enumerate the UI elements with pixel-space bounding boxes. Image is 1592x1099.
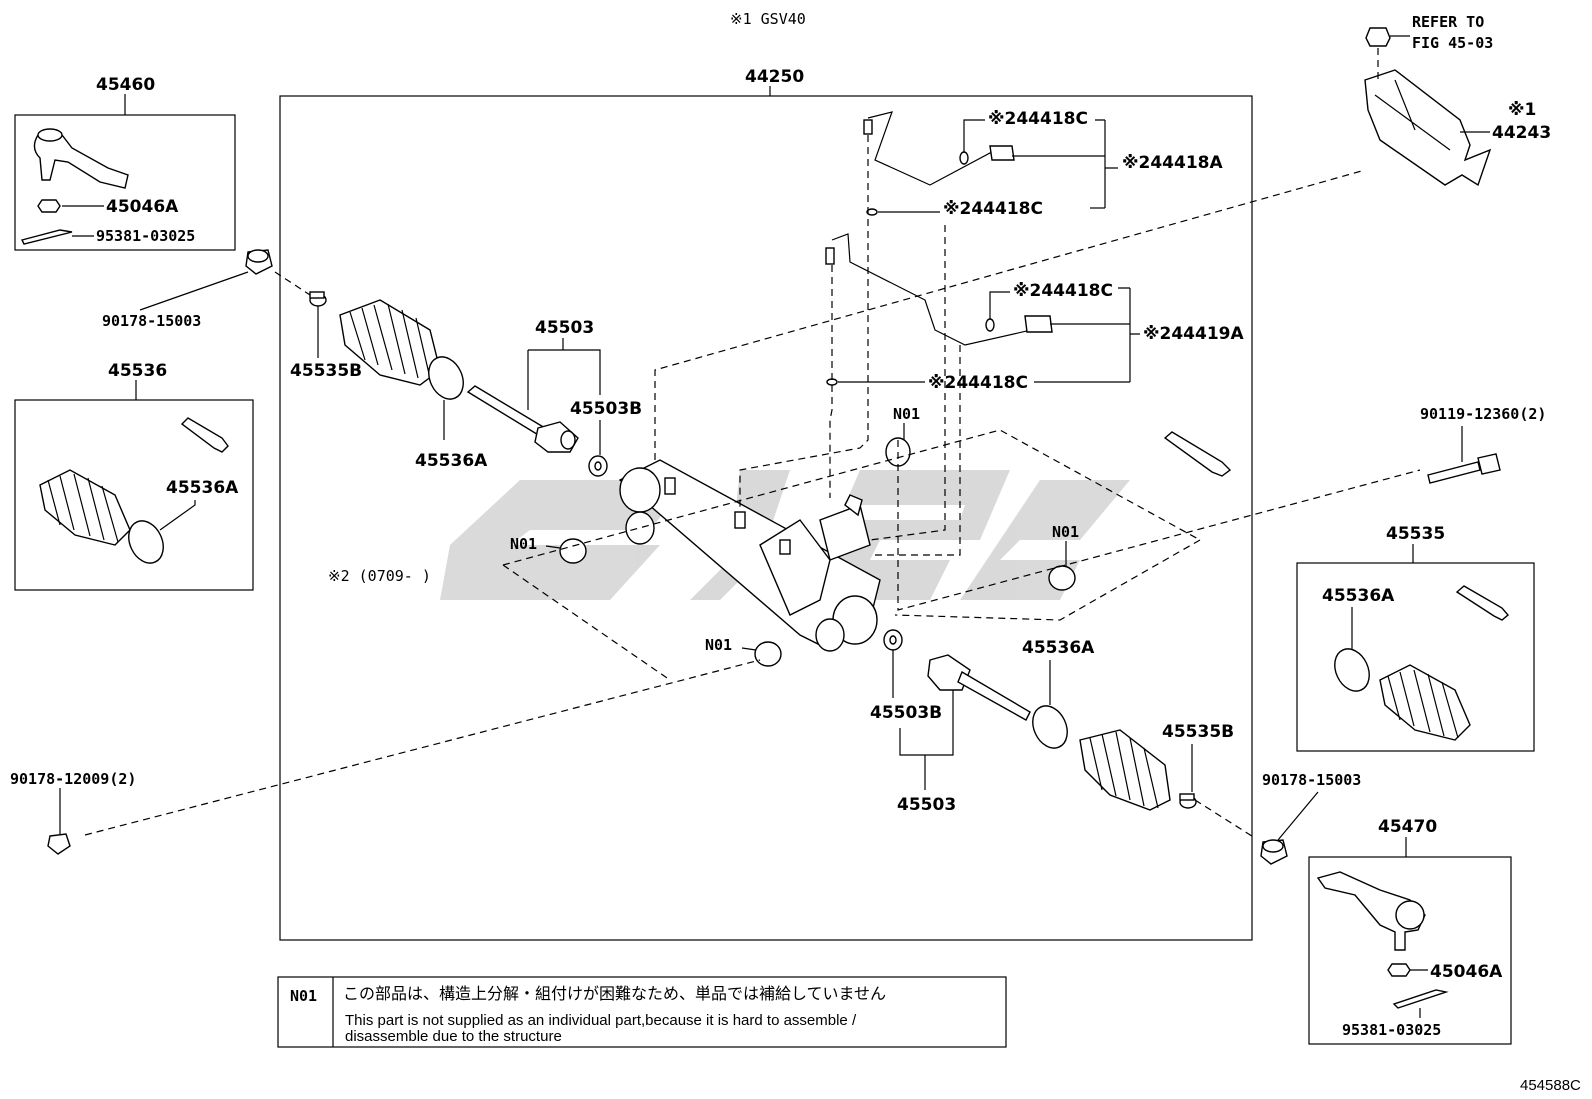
tie-rod-end-left-icon bbox=[33, 128, 129, 189]
label-45470: 45470 bbox=[1378, 817, 1437, 837]
n01-bushing-right-icon bbox=[1048, 565, 1076, 591]
label-n01-left: N01 bbox=[510, 535, 537, 553]
bolt-90119-icon bbox=[1427, 453, 1501, 484]
label-244418c-4: ※244418C bbox=[928, 373, 1028, 393]
label-45536a-right: 45536A bbox=[1022, 638, 1095, 658]
refer-line-1: REFER TO bbox=[1412, 13, 1484, 31]
notice-japanese: この部品は、構造上分解・組付けが困難なため、単品では補給していません bbox=[343, 984, 886, 1003]
label-45460: 45460 bbox=[96, 75, 155, 95]
label-244418c-2: ※244418C bbox=[943, 199, 1043, 219]
nut-refer-fig-icon bbox=[1365, 27, 1391, 47]
notice-english-2: disassemble due to the structure bbox=[345, 1028, 562, 1045]
clip-45535b-right-icon bbox=[1179, 793, 1197, 809]
label-45536a-left: 45536A bbox=[415, 451, 488, 471]
label-45046a-left: 45046A bbox=[106, 197, 179, 217]
label-95381-right: 95381-03025 bbox=[1342, 1021, 1441, 1039]
label-244418a: ※244418A bbox=[1122, 153, 1223, 173]
o-ring-244418c-3-icon bbox=[985, 318, 995, 332]
assembly-44250-frame bbox=[279, 95, 1253, 941]
washer-45503b-left-icon bbox=[588, 455, 608, 477]
grease-tube-right-icon bbox=[1455, 585, 1509, 621]
pressure-pipe-upper-icon bbox=[863, 111, 1015, 186]
n01-bushing-lower-icon bbox=[754, 641, 782, 667]
label-45503-left: 45503 bbox=[535, 318, 594, 338]
nut-45046a-right-icon bbox=[1387, 963, 1411, 977]
label-90178-15003-right: 90178-15003 bbox=[1262, 771, 1361, 789]
band-45536a-right-icon bbox=[1032, 705, 1068, 749]
boot-box-right-icon bbox=[1379, 664, 1471, 741]
pressure-pipe-lower-icon bbox=[825, 233, 1053, 346]
label-45535b-left: 45535B bbox=[290, 361, 362, 381]
band-45536a-left-icon bbox=[428, 356, 464, 400]
label-44243: 44243 bbox=[1492, 123, 1551, 143]
label-45535b-right: 45535B bbox=[1162, 722, 1234, 742]
label-90178-15003-left: 90178-15003 bbox=[102, 312, 201, 330]
inner-tie-rod-left-icon bbox=[466, 385, 579, 453]
label-45536: 45536 bbox=[108, 361, 167, 381]
label-90119: 90119-12360(2) bbox=[1420, 405, 1546, 423]
label-45535: 45535 bbox=[1386, 524, 1445, 544]
remark-0709: ※2 (0709- ) bbox=[328, 567, 431, 585]
nut-90178-15003-right-icon bbox=[1260, 839, 1288, 865]
label-45503b-right: 45503B bbox=[870, 703, 942, 723]
header-note-gsv40: ※1 GSV40 bbox=[730, 10, 806, 28]
box-45460 bbox=[14, 114, 236, 251]
n01-bushing-left-icon bbox=[559, 538, 587, 564]
grease-tube-frame-icon bbox=[1163, 431, 1232, 477]
cotter-pin-left-icon bbox=[20, 229, 73, 245]
o-ring-244418c-2-icon bbox=[866, 208, 878, 216]
tie-rod-end-right-icon bbox=[1316, 871, 1426, 951]
label-45503b-left: 45503B bbox=[570, 399, 642, 419]
notice-box bbox=[277, 976, 1007, 1048]
cotter-pin-right-icon bbox=[1392, 989, 1449, 1009]
boot-box-left-icon bbox=[39, 469, 131, 546]
label-244418c-1: ※244418C bbox=[988, 109, 1088, 129]
steering-rack-housing-icon bbox=[618, 459, 881, 652]
label-n01-lower: N01 bbox=[705, 636, 732, 654]
washer-45503b-right-icon bbox=[883, 629, 903, 651]
box-45536 bbox=[14, 399, 254, 591]
label-n01-right: N01 bbox=[1052, 523, 1079, 541]
notice-english-1: This part is not supplied as an individu… bbox=[345, 1012, 857, 1029]
label-44243-note: ※1 bbox=[1508, 100, 1536, 120]
band-box-right-icon bbox=[1334, 648, 1370, 692]
boot-right-icon bbox=[1079, 729, 1171, 811]
label-95381-left: 95381-03025 bbox=[96, 227, 195, 245]
heat-shield-44243-icon bbox=[1364, 69, 1492, 187]
band-box-left-icon bbox=[128, 520, 164, 564]
o-ring-244418c-1-icon bbox=[959, 151, 969, 165]
label-244418c-3: ※244418C bbox=[1013, 281, 1113, 301]
nut-45046a-left-icon bbox=[37, 199, 61, 213]
label-244419a: ※244419A bbox=[1143, 324, 1244, 344]
box-45470 bbox=[1308, 856, 1512, 1045]
clip-45535b-left-icon bbox=[309, 291, 327, 307]
inner-tie-rod-right-icon bbox=[927, 654, 1031, 721]
nut-90178-15003-left-icon bbox=[245, 249, 273, 275]
figure-id: 454588C bbox=[1520, 1077, 1581, 1094]
label-45536a-box-left: 45536A bbox=[166, 478, 239, 498]
nut-90178-12009-icon bbox=[47, 833, 71, 855]
label-90178-12009: 90178-12009(2) bbox=[10, 770, 136, 788]
refer-line-2: FIG 45-03 bbox=[1412, 34, 1493, 52]
notice-code: N01 bbox=[290, 987, 317, 1005]
box-45535 bbox=[1296, 562, 1535, 752]
grease-tube-left-icon bbox=[180, 417, 229, 453]
label-45046a-right: 45046A bbox=[1430, 962, 1503, 982]
label-45503-right: 45503 bbox=[897, 795, 956, 815]
label-45536a-box-right: 45536A bbox=[1322, 586, 1395, 606]
label-44250: 44250 bbox=[745, 67, 804, 87]
label-n01-upper: N01 bbox=[893, 405, 920, 423]
